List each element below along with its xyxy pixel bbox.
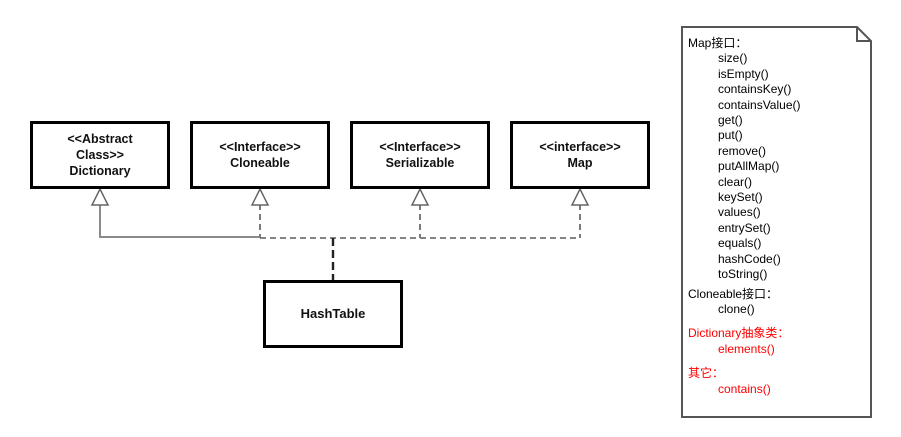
note-method: clear() [718, 174, 753, 189]
note-heading-map: Map接口： [688, 36, 748, 50]
class-box-serializable-label: <<Interface>> Serializable [379, 140, 461, 170]
note-outline [681, 26, 872, 418]
note-method: containsKey() [718, 82, 792, 97]
note-dog-ear-fold [856, 27, 871, 42]
note-method: contains() [718, 381, 771, 396]
triangle-arrow-cloneable [250, 187, 270, 206]
note-heading-other: 其它： [688, 366, 725, 381]
class-box-dictionary: <<Abstract Class>> Dictionary [30, 121, 170, 189]
note-method: put() [718, 128, 743, 143]
note-method: clone() [718, 301, 755, 316]
note-method: elements() [718, 341, 775, 356]
class-box-cloneable: <<Interface>> Cloneable [190, 121, 330, 189]
class-box-hashtable-label: HashTable [300, 306, 366, 321]
note-method: entrySet() [718, 220, 771, 235]
note-method: remove() [718, 143, 767, 158]
note-method: toString() [718, 267, 768, 282]
note-method: putAllMap() [718, 159, 780, 174]
note-border-shape [681, 26, 872, 418]
class-box-hashtable: HashTable [263, 280, 403, 348]
class-box-serializable: <<Interface>> Serializable [350, 121, 490, 189]
note-method: hashCode() [718, 251, 781, 266]
note-method: equals() [718, 236, 762, 251]
note-method: isEmpty() [718, 66, 769, 81]
note-box: Map接口： size() isEmpty() containsKey() co… [681, 26, 872, 418]
class-box-cloneable-label: <<Interface>> Cloneable [219, 140, 301, 170]
note-method: keySet() [718, 190, 763, 205]
note-method: values() [718, 205, 761, 220]
note-method: size() [718, 51, 748, 66]
class-box-dictionary-label: <<Abstract Class>> Dictionary [67, 132, 133, 178]
triangle-arrow-map [570, 187, 590, 206]
class-box-map: <<interface>> Map [510, 121, 650, 189]
note-heading-dictionary: Dictionary抽象类： [688, 326, 790, 341]
note-content: Map接口： size() isEmpty() containsKey() co… [681, 26, 872, 397]
note-method: get() [718, 113, 743, 128]
extends-line-dictionary [99, 204, 260, 238]
note-heading-cloneable: Cloneable接口： [688, 286, 779, 301]
class-box-map-label: <<interface>> Map [539, 140, 621, 170]
triangle-arrow-serializable [410, 187, 430, 206]
note-method: containsValue() [718, 97, 801, 112]
triangle-arrow-dictionary [90, 187, 110, 206]
